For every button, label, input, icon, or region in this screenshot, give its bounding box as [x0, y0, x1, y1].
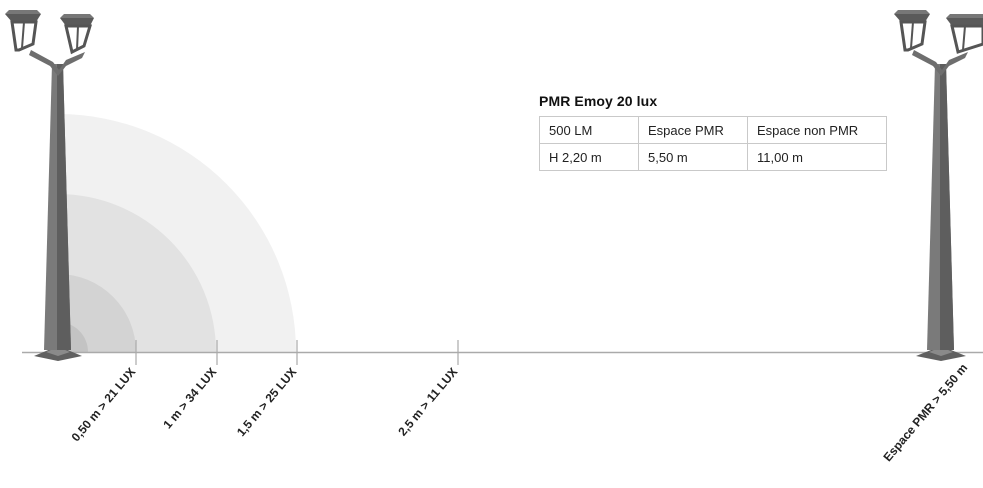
table-cell: 500 LM	[539, 116, 639, 144]
illuminance-zones	[58, 114, 296, 352]
table-cell: Espace non PMR	[747, 116, 887, 144]
lamp-arms	[912, 50, 968, 76]
spec-title: PMR Emoy 20 lux	[539, 93, 658, 109]
distance-labels: 0,50 m > 21 LUX 1 m > 34 LUX 1,5 m > 25 …	[69, 365, 461, 444]
table-cell: 5,50 m	[638, 143, 748, 171]
lantern-icon	[5, 10, 41, 52]
lantern-icon	[894, 10, 930, 52]
lantern-icon	[60, 14, 94, 55]
lamp-arms	[29, 50, 85, 76]
table-cell: 11,00 m	[747, 143, 887, 171]
distance-ticks	[135, 340, 459, 365]
distance-label: 1 m > 34 LUX	[160, 365, 219, 431]
table-row: H 2,20 m 5,50 m 11,00 m	[539, 143, 887, 171]
distance-label: 0,50 m > 21 LUX	[69, 365, 139, 444]
table-row: 500 LM Espace PMR Espace non PMR	[539, 116, 887, 144]
spec-table: 500 LM Espace PMR Espace non PMR H 2,20 …	[539, 116, 887, 171]
distance-label: 2,5 m > 11 LUX	[395, 365, 460, 439]
spacing-label: Espace PMR > 5,50 m	[880, 361, 970, 464]
lantern-icon	[946, 14, 983, 54]
lamp-post-left	[5, 10, 94, 361]
spec-panel: PMR Emoy 20 lux 500 LM Espace PMR Espace…	[539, 93, 887, 171]
table-cell: Espace PMR	[638, 116, 748, 144]
distance-label: 1,5 m > 25 LUX	[234, 365, 299, 439]
lamp-post-right	[894, 10, 983, 361]
table-cell: H 2,20 m	[539, 143, 639, 171]
